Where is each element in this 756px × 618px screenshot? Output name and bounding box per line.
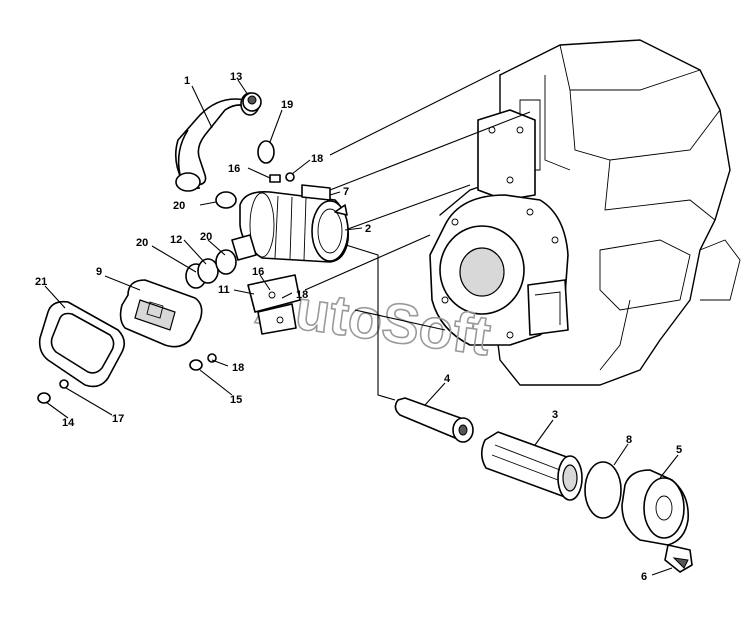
callout-leaders xyxy=(44,79,679,576)
o-ring xyxy=(584,461,622,519)
callout-1: 1 xyxy=(184,75,190,87)
callout-17: 17 xyxy=(112,413,124,425)
callout-12: 12 xyxy=(170,234,182,246)
main-filter-element xyxy=(480,431,583,501)
callout-4: 4 xyxy=(444,373,451,385)
callout-16-lower: 16 xyxy=(252,266,264,278)
callout-numbers: 1 2 3 4 5 6 7 8 9 11 12 13 14 15 16 16 1… xyxy=(35,71,682,583)
callout-14: 14 xyxy=(62,417,75,429)
callout-8: 8 xyxy=(626,434,632,446)
callout-20-left: 20 xyxy=(136,237,148,249)
callout-13: 13 xyxy=(230,71,242,83)
dust-valve xyxy=(664,544,693,573)
cap xyxy=(242,92,262,112)
callout-20-right: 20 xyxy=(200,231,212,243)
pre-cleaner xyxy=(119,279,203,348)
callout-20-upper: 20 xyxy=(173,200,185,212)
callout-3: 3 xyxy=(552,409,558,421)
callout-21: 21 xyxy=(35,276,47,288)
callout-9: 9 xyxy=(96,266,102,278)
bolt xyxy=(189,353,217,371)
callout-16-upper: 16 xyxy=(228,163,240,175)
air-cleaner-housing xyxy=(231,184,350,263)
bolt xyxy=(37,379,69,404)
callout-18-middle: 18 xyxy=(296,289,308,301)
bolt xyxy=(269,172,295,183)
safety-element xyxy=(394,397,474,443)
callout-6: 6 xyxy=(641,571,647,583)
callout-7: 7 xyxy=(343,186,349,198)
callout-5: 5 xyxy=(676,444,682,456)
callout-15: 15 xyxy=(230,394,242,406)
callout-19: 19 xyxy=(281,99,293,111)
callout-18-lower: 18 xyxy=(232,362,244,374)
callout-18-upper: 18 xyxy=(311,153,323,165)
sleeve xyxy=(185,249,237,289)
engine-block xyxy=(429,39,741,386)
hose-clamp xyxy=(257,140,275,164)
hose-clamp xyxy=(215,191,237,209)
bracket xyxy=(247,274,301,335)
assembly-lines xyxy=(304,69,531,401)
callout-2: 2 xyxy=(365,223,371,235)
gasket xyxy=(38,300,126,388)
callout-11: 11 xyxy=(218,284,230,296)
cleaner-cover xyxy=(621,469,689,546)
